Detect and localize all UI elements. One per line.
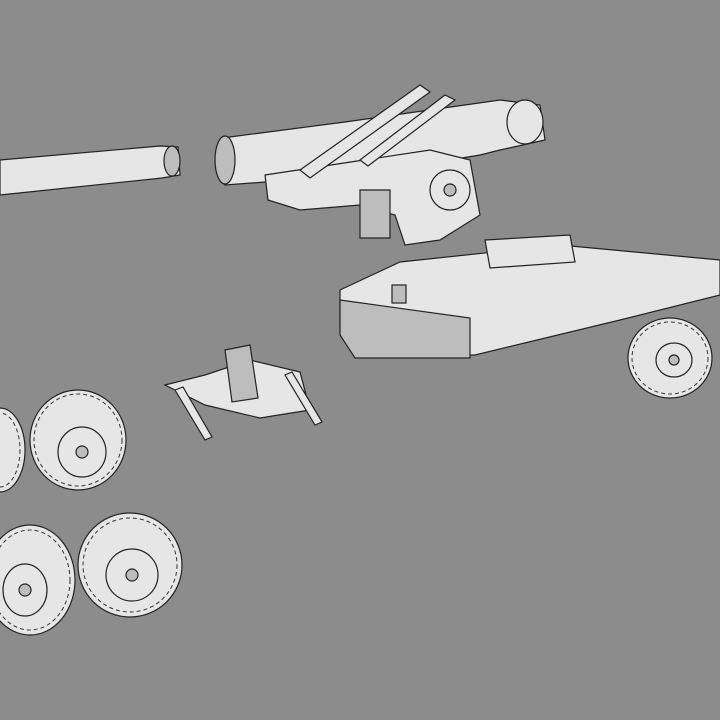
cradle-and-recoil-mechanism <box>214 84 546 246</box>
carriage-wheel <box>627 317 713 399</box>
gun-barrel <box>0 145 181 196</box>
loose-wheel <box>0 407 26 493</box>
loose-wheel <box>29 389 127 491</box>
front-axle-bogie <box>163 344 323 441</box>
loose-wheel <box>0 524 76 636</box>
loose-wheel <box>77 512 183 618</box>
carriage-trail <box>339 234 720 359</box>
